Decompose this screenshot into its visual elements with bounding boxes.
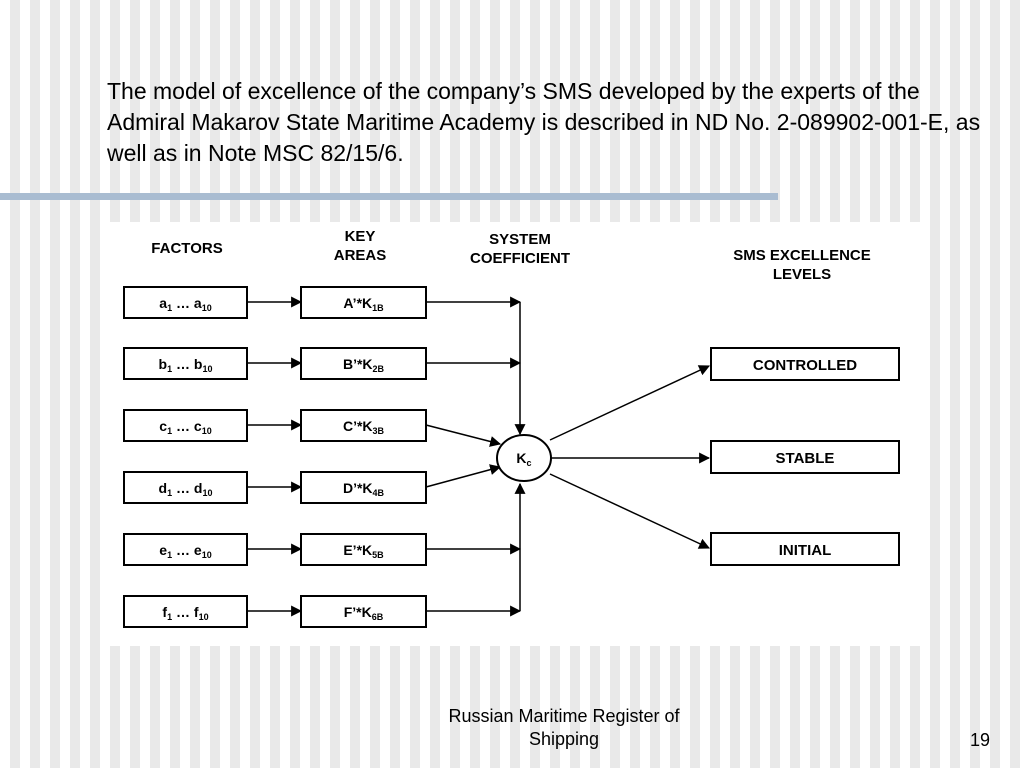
footer-organization: Russian Maritime Register of Shipping [448,706,680,749]
key-area-box-a: A’*K1B [300,286,427,319]
svg-text:D’*K4B: D’*K4B [343,480,385,498]
header-key-areas-line2: AREAS [334,247,387,264]
key-area-box-e: E’*K5B [300,533,427,566]
svg-text:C’*K3B: C’*K3B [343,418,385,436]
level-box-stable: STABLE [710,440,900,474]
header-system-coefficient-line2: COEFFICIENT [470,250,570,267]
svg-text:F’*K6B: F’*K6B [344,604,384,622]
header-levels-line1: SMS EXCELLENCE [733,247,871,264]
svg-text:CONTROLLED: CONTROLLED [753,357,857,374]
svg-text:INITIAL: INITIAL [779,542,832,559]
connector-key-c [425,424,502,447]
key-area-box-d: D’*K4B [300,471,427,504]
header-levels-line2: LEVELS [773,266,831,283]
page-number: 19 [969,730,990,750]
factor-box-f: f1 … f10 [123,595,248,628]
arrow-to-initial [549,473,710,549]
svg-text:Kc: Kc [516,450,531,468]
svg-text:A’*K1B: A’*K1B [343,295,384,313]
header-factors: FACTORS [151,240,222,257]
svg-text:STABLE: STABLE [776,450,835,467]
connector-key-d [425,464,502,488]
key-area-box-f: F’*K6B [300,595,427,628]
factor-box-d: d1 … d10 [123,471,248,504]
svg-text:d1 … d10: d1 … d10 [159,480,213,498]
system-coefficient-node: Kc [496,434,552,482]
title-divider [0,193,778,200]
svg-text:B’*K2B: B’*K2B [343,356,385,374]
intro-text: The model of excellence of the company’s… [107,78,981,166]
arrow-to-controlled [549,365,710,441]
factor-box-c: c1 … c10 [123,409,248,442]
level-box-initial: INITIAL [710,532,900,566]
svg-text:e1 … e10: e1 … e10 [159,542,211,560]
sms-excellence-diagram: FACTORS KEY AREAS SYSTEM COEFFICIENT SMS… [109,222,929,646]
key-area-box-c: C’*K3B [300,409,427,442]
diagram-svg: FACTORS KEY AREAS SYSTEM COEFFICIENT SMS… [123,228,900,628]
svg-text:E’*K5B: E’*K5B [343,542,384,560]
svg-text:c1 … c10: c1 … c10 [159,418,211,436]
factor-box-a: a1 … a10 [123,286,248,319]
svg-text:b1 … b10: b1 … b10 [159,356,213,374]
level-box-controlled: CONTROLLED [710,347,900,381]
factor-box-b: b1 … b10 [123,347,248,380]
header-key-areas-line1: KEY [345,228,376,245]
svg-text:f1 … f10: f1 … f10 [162,604,208,622]
header-system-coefficient-line1: SYSTEM [489,231,551,248]
key-area-box-b: B’*K2B [300,347,427,380]
factor-box-e: e1 … e10 [123,533,248,566]
svg-text:a1 … a10: a1 … a10 [159,295,211,313]
